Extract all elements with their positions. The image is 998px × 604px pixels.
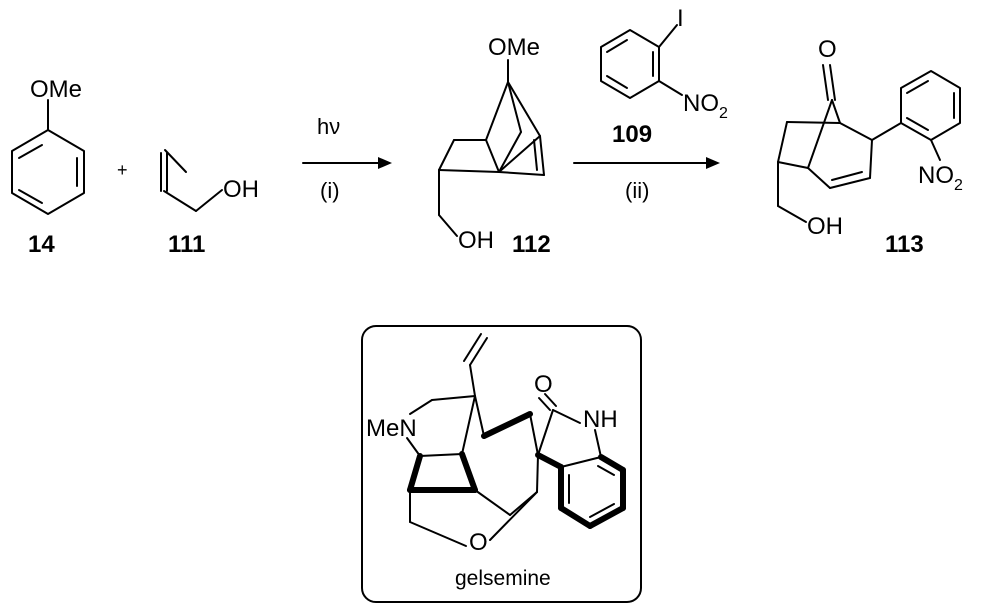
iodine-label: I [677, 5, 684, 32]
plus-sign: + [117, 160, 128, 180]
product-oh-label: OH [807, 213, 843, 240]
step-i-label: (i) [320, 178, 340, 203]
product-carbonyl-o-label: O [818, 36, 837, 63]
compound-111-allyl-alcohol: OH 111 [160, 149, 259, 258]
gelsemine-amine-label: MeN [366, 415, 417, 442]
hv-reagent-label: hν [317, 114, 340, 139]
gelsemine-amide-o-label: O [534, 371, 553, 398]
anisole-ome-label: OMe [30, 76, 82, 103]
product-nitro-label: NO2 [918, 162, 963, 194]
compound-111-label: 111 [168, 231, 205, 258]
compound-113-label: 113 [885, 231, 924, 258]
reaction-arrow-ii: (ii) [573, 157, 720, 203]
compound-112-label: 112 [512, 231, 551, 258]
allyl-oh-label: OH [223, 176, 259, 203]
compound-14-anisole: OMe 14 [11, 76, 85, 258]
gelsemine-panel: MeN O NH O [361, 325, 642, 603]
reaction-arrow-i: hν (i) [302, 114, 392, 203]
photoadduct-oh-label: OH [458, 227, 494, 254]
compound-14-label: 14 [28, 231, 55, 258]
compound-113-product: O OH NO2 113 [777, 36, 963, 258]
gelsemine-frame [361, 325, 642, 603]
gelsemine-ether-o-label: O [469, 529, 488, 556]
compound-109-label: 109 [612, 121, 652, 148]
compound-112-photoadduct: OMe OH 112 [438, 34, 551, 258]
gelsemine-nh-label: NH [583, 406, 618, 433]
iodide-nitro-label: NO2 [683, 90, 728, 122]
compound-109-iodonitrobenzene: I NO2 109 [600, 5, 728, 148]
step-ii-label: (ii) [625, 178, 649, 203]
photoadduct-ome-label: OMe [488, 34, 540, 61]
gelsemine-name-label: gelsemine [455, 567, 551, 590]
